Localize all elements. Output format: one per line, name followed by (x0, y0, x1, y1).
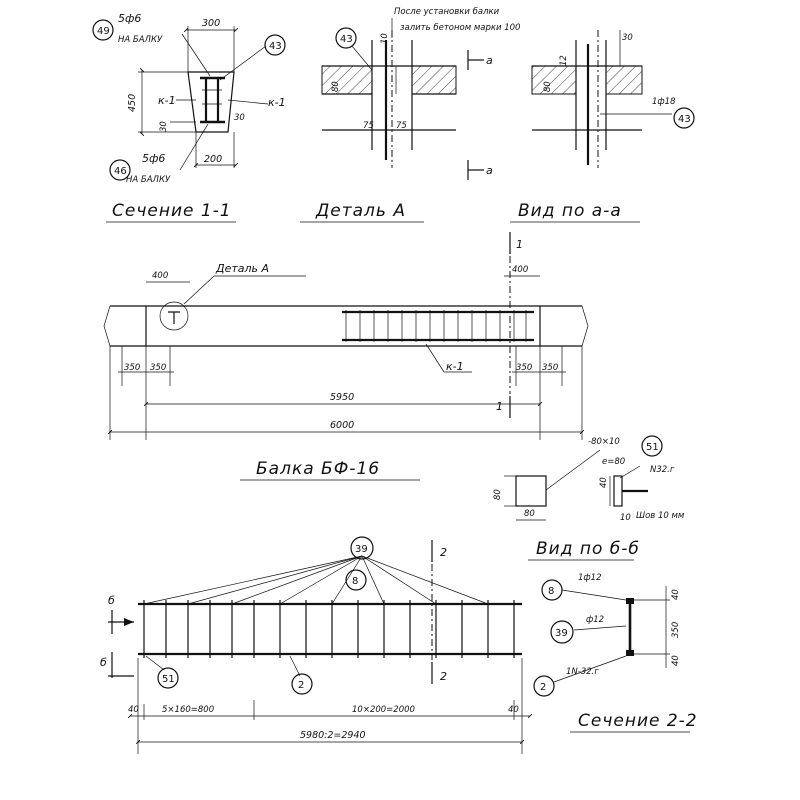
k1-main-label: к-1 (446, 360, 464, 373)
dim-30-b: 30 (234, 113, 245, 123)
sec22-n32: 1N-32.г (566, 667, 599, 677)
dim-350-e: 350 (671, 622, 681, 638)
section-mark-b-top: б (108, 594, 115, 607)
title-section-1-1: Сечение 1-1 (112, 201, 232, 221)
section-1-1: 300 450 30 200 30 к-1 к-1 5ф6 НА БАЛКУ 5… (92, 12, 286, 223)
marker-8-sec: 8 (548, 586, 554, 597)
dim-40-e: 40 (671, 589, 681, 600)
k1-label-left: к-1 (158, 94, 176, 107)
hatch-left (321, 65, 373, 95)
rebar-1f18: 1ф18 (652, 97, 676, 107)
marker-49: 49 (97, 26, 110, 37)
section-mark-1-bot: 1 (496, 400, 503, 413)
weld-label: Шов 10 мм (636, 511, 685, 521)
rebar-bot-label: 5ф6 (142, 152, 165, 165)
section-mark-a-bot: а (486, 164, 493, 177)
dim-12: 12 (559, 55, 569, 66)
dim-75-b: 75 (396, 121, 407, 131)
marker-51: 51 (646, 442, 659, 453)
dim-10-b: 10 (620, 513, 631, 523)
marker-39-leaders (143, 555, 489, 605)
rebar-top-note: НА БАЛКУ (118, 35, 163, 45)
title-detail-a: Деталь А (315, 201, 406, 221)
marker-43-view: 43 (678, 114, 691, 125)
marker-39: 39 (355, 544, 368, 555)
detail-note-1: После установки балки (394, 7, 500, 17)
marker-2-sec: 2 (540, 682, 546, 693)
rebar-bot-note: НА БАЛКУ (126, 175, 171, 185)
dim-80-b: 80 (543, 81, 553, 92)
marker-2: 2 (298, 680, 304, 691)
dim-5x160: 5×160=800 (162, 705, 214, 715)
dim-80-a: 80 (331, 81, 341, 92)
dim-40-b: 40 (671, 655, 681, 666)
detail-note-2: залить бетоном марки 100 (400, 23, 520, 33)
cage-stirrups (345, 310, 527, 342)
cage-elevation: 39 8 2 51 2 2 б б 40 5×160=800 10×200=20… (100, 536, 530, 754)
dim-10: 10 (380, 33, 390, 44)
detail-a-circle (159, 301, 189, 331)
dim-40-a: 40 (599, 477, 609, 488)
section-mark-a-top: а (486, 54, 493, 67)
dim-30-a: 30 (159, 121, 169, 132)
n32-label: N32.г (650, 465, 675, 475)
detail-a-callout: Деталь А (215, 262, 269, 275)
view-b-b: 80 80 40 10 -80×10 е=80 51 N32.г Шов 10 … (493, 435, 685, 561)
marker-39-sec: 39 (555, 628, 568, 639)
k1-label-right: к-1 (268, 96, 286, 109)
section-mark-2-top: 2 (440, 546, 447, 559)
marker-51-cage: 51 (162, 674, 175, 685)
view-a-a: 30 12 80 1ф18 43 Вид по а-а (510, 30, 695, 223)
section-mark-b-bot: б (100, 656, 107, 669)
plate-face (515, 475, 547, 507)
section-mark-1-top: 1 (516, 238, 523, 251)
section-mark-2-bot: 2 (440, 670, 447, 683)
hatch-right (411, 65, 457, 95)
dim-30-c: 30 (622, 33, 633, 43)
dim-75-a: 75 (363, 121, 374, 131)
dim-6000: 6000 (330, 420, 354, 431)
title-view-a-a: Вид по а-а (518, 201, 622, 221)
dim-350-d: 350 (542, 363, 558, 373)
marker-8: 8 (352, 576, 358, 587)
e80-label: е=80 (602, 457, 625, 467)
dim-450: 450 (127, 94, 138, 112)
section-2-2: 40 350 40 8 1ф12 39 ф12 2 1N-32.г Сечени… (533, 573, 698, 733)
dim-5980: 5980:2=2940 (300, 730, 366, 741)
dim-350-a: 350 (124, 363, 140, 373)
dim-400-a: 400 (152, 271, 168, 281)
rebar-top-label: 5ф6 (118, 12, 141, 25)
beam-elevation: Деталь А 400 400 1 1 350 350 350 350 к-1… (103, 232, 589, 481)
dim-200: 200 (204, 154, 222, 165)
dim-80-d: 80 (524, 509, 535, 519)
plate-label: -80×10 (588, 437, 620, 447)
marker-43: 43 (269, 41, 282, 52)
dim-400-b: 400 (512, 265, 528, 275)
dim-40-d: 40 (508, 705, 519, 715)
marker-43-detail: 43 (340, 34, 353, 45)
sec22-1f12: 1ф12 (578, 573, 602, 583)
cage-verticals (143, 600, 515, 658)
sec22-f12: ф12 (586, 615, 604, 625)
title-section-2-2: Сечение 2-2 (578, 711, 698, 731)
dim-350-c: 350 (516, 363, 532, 373)
dim-10x200: 10×200=2000 (352, 705, 415, 715)
detail-a: 75 75 80 10 После установки балки залить… (300, 7, 520, 223)
dim-5950: 5950 (330, 392, 354, 403)
dim-80-c: 80 (493, 489, 503, 500)
beam-section-outline (187, 71, 235, 133)
dim-350-b: 350 (150, 363, 166, 373)
marker-46: 46 (114, 166, 127, 177)
dim-300: 300 (202, 18, 220, 29)
dim-40-c: 40 (128, 705, 139, 715)
title-beam: Балка БФ-16 (256, 459, 380, 479)
title-view-b-b: Вид по б-б (536, 539, 640, 559)
